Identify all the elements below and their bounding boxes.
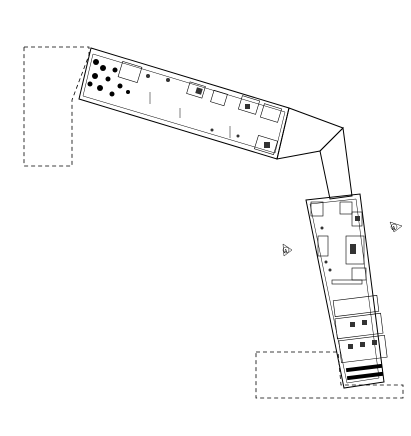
- north-marker-left: A: [282, 243, 293, 257]
- north-marker-left-label: A: [284, 249, 288, 255]
- upper-wing: [78, 47, 344, 160]
- planter-cluster: [87, 59, 130, 97]
- north-marker-right: A: [389, 221, 403, 233]
- diagonal-corridor: [319, 126, 353, 200]
- north-marker-right-label: A: [392, 226, 396, 232]
- lower-wing: [305, 193, 388, 389]
- dashed-boundary-top-left: [23, 46, 90, 167]
- dashed-boundary-bottom-right: [255, 351, 404, 399]
